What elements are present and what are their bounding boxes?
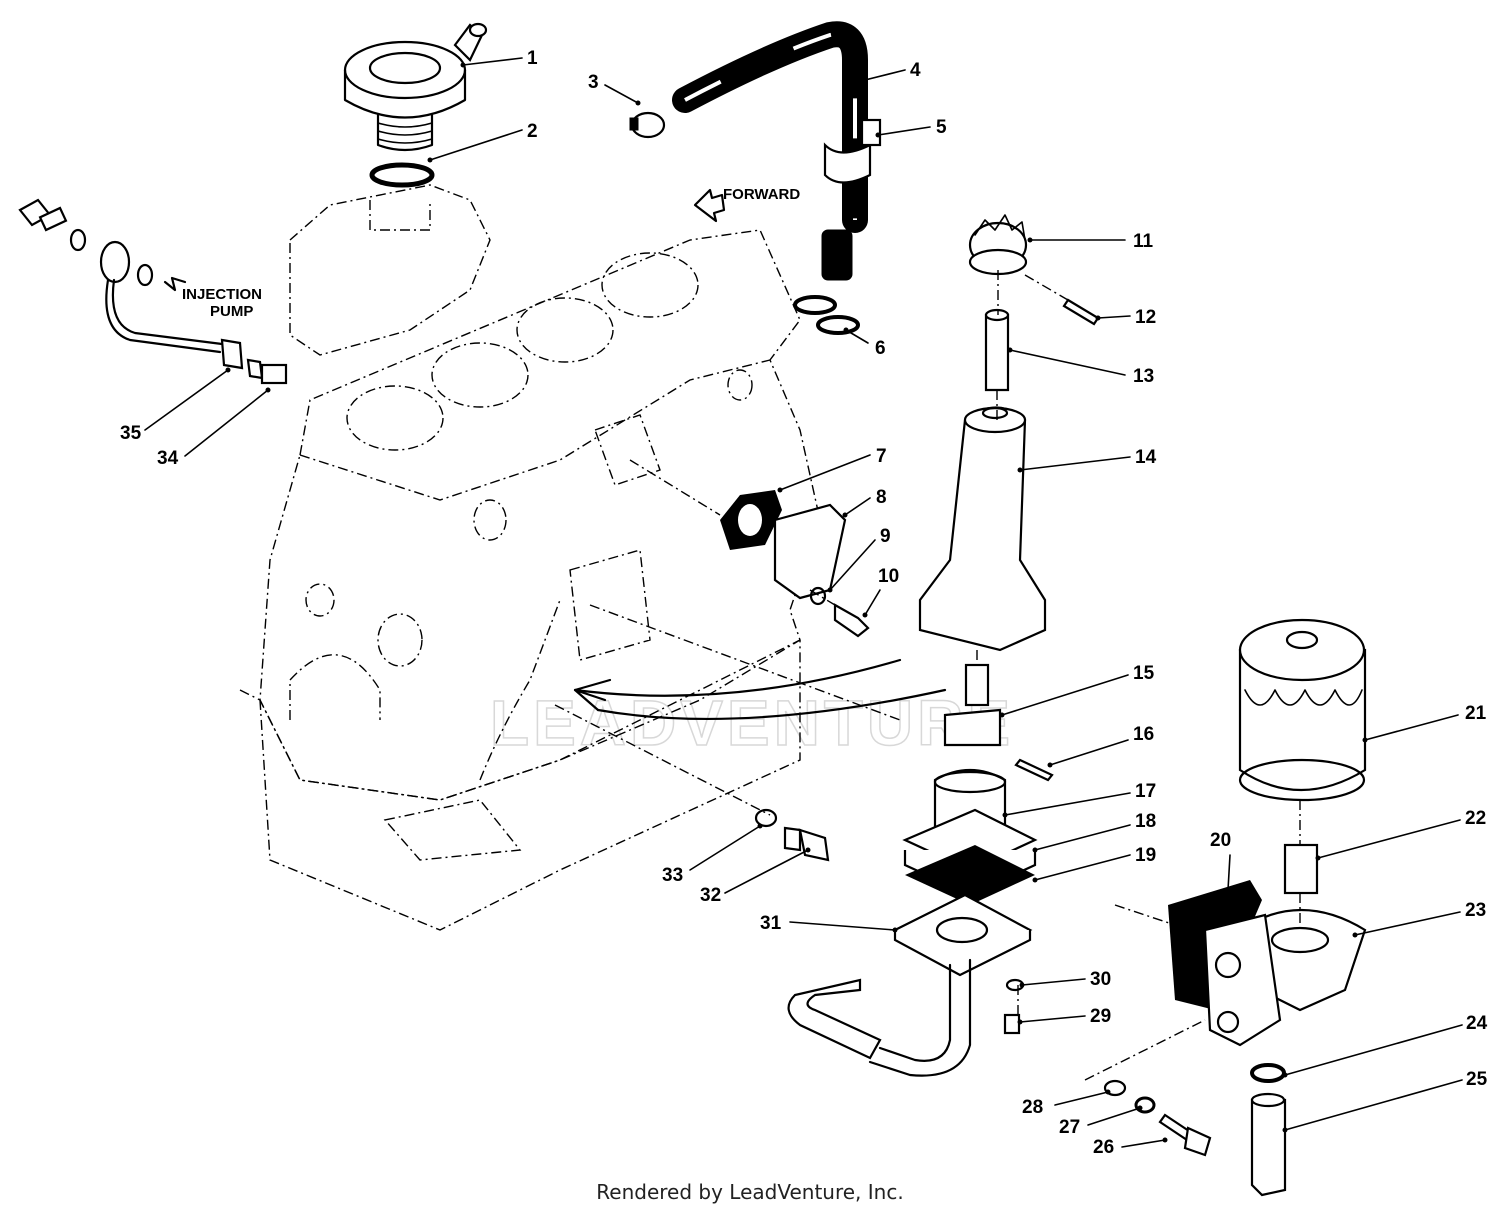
part-small-fasteners: [1103, 1079, 1212, 1157]
callout-19: 19: [1135, 845, 1156, 866]
part-breather-cap: [343, 22, 488, 152]
callout-labels: 1 2 3 4 5 6 7 8 9 10 11 12 13 14 15 16 1…: [120, 48, 1488, 1158]
callout-30: 30: [1090, 969, 1111, 990]
callout-25: 25: [1466, 1069, 1488, 1090]
callout-27: 27: [1059, 1117, 1080, 1138]
callout-11: 11: [1133, 231, 1154, 252]
callout-16: 16: [1133, 724, 1154, 745]
callout-6: 6: [875, 338, 886, 359]
callout-28: 28: [1022, 1097, 1043, 1118]
callout-4: 4: [910, 60, 921, 81]
assembly-arrow: [573, 658, 947, 721]
callout-23: 23: [1465, 900, 1486, 921]
callout-20: 20: [1210, 830, 1231, 851]
callout-24: 24: [1466, 1013, 1488, 1034]
engine-block: [239, 229, 821, 931]
callout-22: 22: [1465, 808, 1486, 829]
leader-lines: [144, 57, 1463, 1148]
callout-17: 17: [1135, 781, 1156, 802]
part-gear-shaft: [918, 214, 1100, 652]
watermark: LEADVENTURE: [490, 687, 1014, 759]
part-hose-clamp: [823, 118, 882, 184]
callout-14: 14: [1135, 447, 1157, 468]
callout-31: 31: [760, 913, 782, 934]
forward-indicator: FORWARD: [693, 186, 800, 223]
callout-26: 26: [1093, 1137, 1114, 1158]
part-filter-mount: [1168, 843, 1367, 1197]
callout-33: 33: [662, 865, 683, 886]
injection-label-line1: INJECTION: [182, 286, 262, 303]
callout-13: 13: [1133, 366, 1154, 387]
part-o-rings: [793, 295, 860, 335]
alignment-lines: [554, 270, 1301, 1081]
callout-3: 3: [588, 72, 599, 93]
part-cover-plate-group: [629, 459, 870, 638]
callout-10: 10: [878, 566, 899, 587]
part-o-ring: [369, 162, 435, 188]
forward-label: FORWARD: [723, 186, 800, 203]
callout-2: 2: [527, 121, 538, 142]
callout-34: 34: [157, 448, 179, 469]
callout-32: 32: [700, 885, 721, 906]
callout-18: 18: [1135, 811, 1156, 832]
callout-5: 5: [936, 117, 947, 138]
callout-12: 12: [1135, 307, 1156, 328]
leader-dots: [225, 62, 1368, 1143]
part-bolt-washer: [1003, 978, 1025, 1035]
callout-15: 15: [1133, 663, 1155, 684]
part-hose: [672, 21, 868, 281]
callout-9: 9: [880, 526, 891, 547]
callout-35: 35: [120, 423, 142, 444]
callout-7: 7: [876, 446, 887, 467]
part-drain-plug: [754, 808, 830, 862]
callout-29: 29: [1090, 1006, 1111, 1027]
part-oil-strainer: [787, 893, 1033, 1077]
injection-line: INJECTION PUMP: [18, 198, 288, 385]
footer-credit: Rendered by LeadVenture, Inc.: [596, 1180, 904, 1204]
callout-1: 1: [527, 48, 538, 69]
part-oil-filter: [1238, 618, 1367, 802]
part-pump-coupling: [902, 663, 1054, 905]
callout-8: 8: [876, 487, 887, 508]
oil-tank: [289, 184, 491, 356]
part-clamp: [629, 111, 666, 139]
callout-21: 21: [1465, 703, 1487, 724]
injection-label-line2: PUMP: [210, 303, 253, 320]
